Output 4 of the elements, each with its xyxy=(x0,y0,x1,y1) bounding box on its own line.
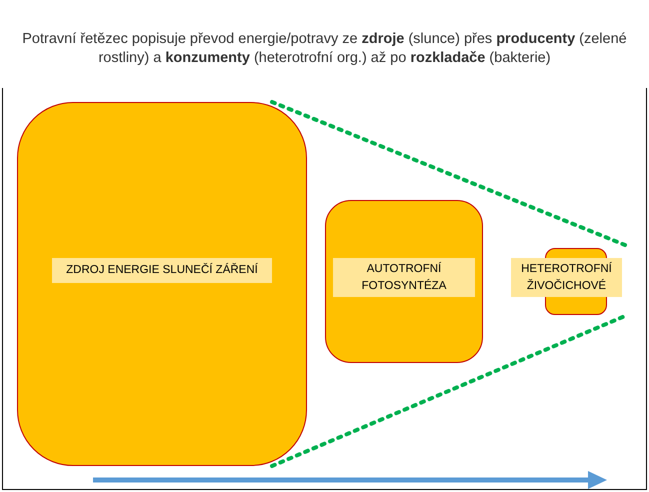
box-label: HETEROTROFNÍ ŽIVOČICHOVÉ xyxy=(511,258,622,297)
title: Potravní řetězec popisuje převod energie/potravy ze zdroje (slunce) přes producenty (zelené rostliny) a konzumenty (heterotrofní org.) až po rozkladače (bakterie) xyxy=(21,30,628,68)
box-label: ZDROJ ENERGIE SLUNEČÍ ZÁŘENÍ xyxy=(52,258,272,283)
box-label: AUTOTROFNÍ FOTOSYNTÉZA xyxy=(333,258,475,297)
